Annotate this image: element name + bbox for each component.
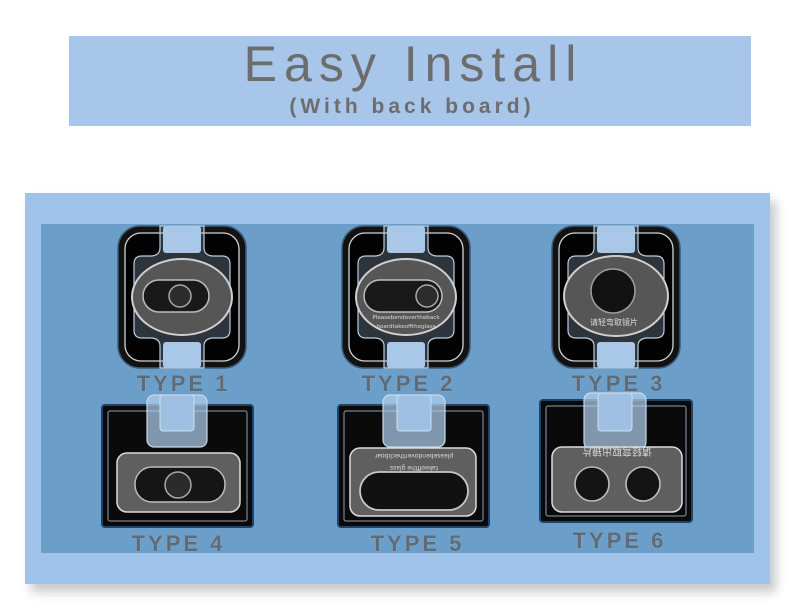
type-5-label: TYPE 5 [370,531,465,556]
type-3-protector: 请轻弯取镜片 [551,225,681,369]
lens-hole [164,471,192,499]
type-4-label: TYPE 4 [131,531,226,556]
type-1-protector [117,225,247,369]
instruction-text-line-1: Pleasebendovertheback [372,315,440,321]
lens-hole-right [625,466,661,502]
type-6-label: TYPE 6 [572,528,667,553]
instruction-text: 请轻弯取镜片 [590,317,638,327]
type-2-protector: Pleasebendovertheback boardtakeoffthegla… [341,225,471,369]
instruction-text-line-1: pleasebendovertheckboar [374,452,453,459]
bottom-tab [387,342,425,368]
tab-grip [396,394,432,432]
tab-grip [159,394,195,432]
page-subtitle: (With back board) [289,95,535,118]
lens-hole [590,268,636,314]
instruction-text: 请轻弯取出镜片 [582,445,652,458]
header-banner: Easy Install (With back board) [69,36,751,126]
type-6-protector: 请轻弯取出镜片 [539,392,693,523]
bottom-tab [163,342,201,368]
camera-cutout [359,471,469,511]
type-3-label: TYPE 3 [571,371,666,396]
instruction-text-line-2: takeoffthe glass [390,464,438,471]
instruction-text-line-2: boardtakeofftheglass [376,324,435,330]
type-4-protector [101,394,254,528]
lens-hole [168,284,192,308]
tab-grip [597,392,633,432]
top-tab [163,226,201,253]
page-title: Easy Install [243,36,584,92]
lens-hole [415,284,439,308]
lens-hole-left [574,466,610,502]
type-2-label: TYPE 2 [361,371,456,396]
top-tab [597,226,635,253]
top-tab [387,226,425,253]
type-5-protector: pleasebendovertheckboar takeoffthe glass [337,394,490,528]
bottom-tab [597,342,635,368]
type-1-label: TYPE 1 [136,371,231,396]
